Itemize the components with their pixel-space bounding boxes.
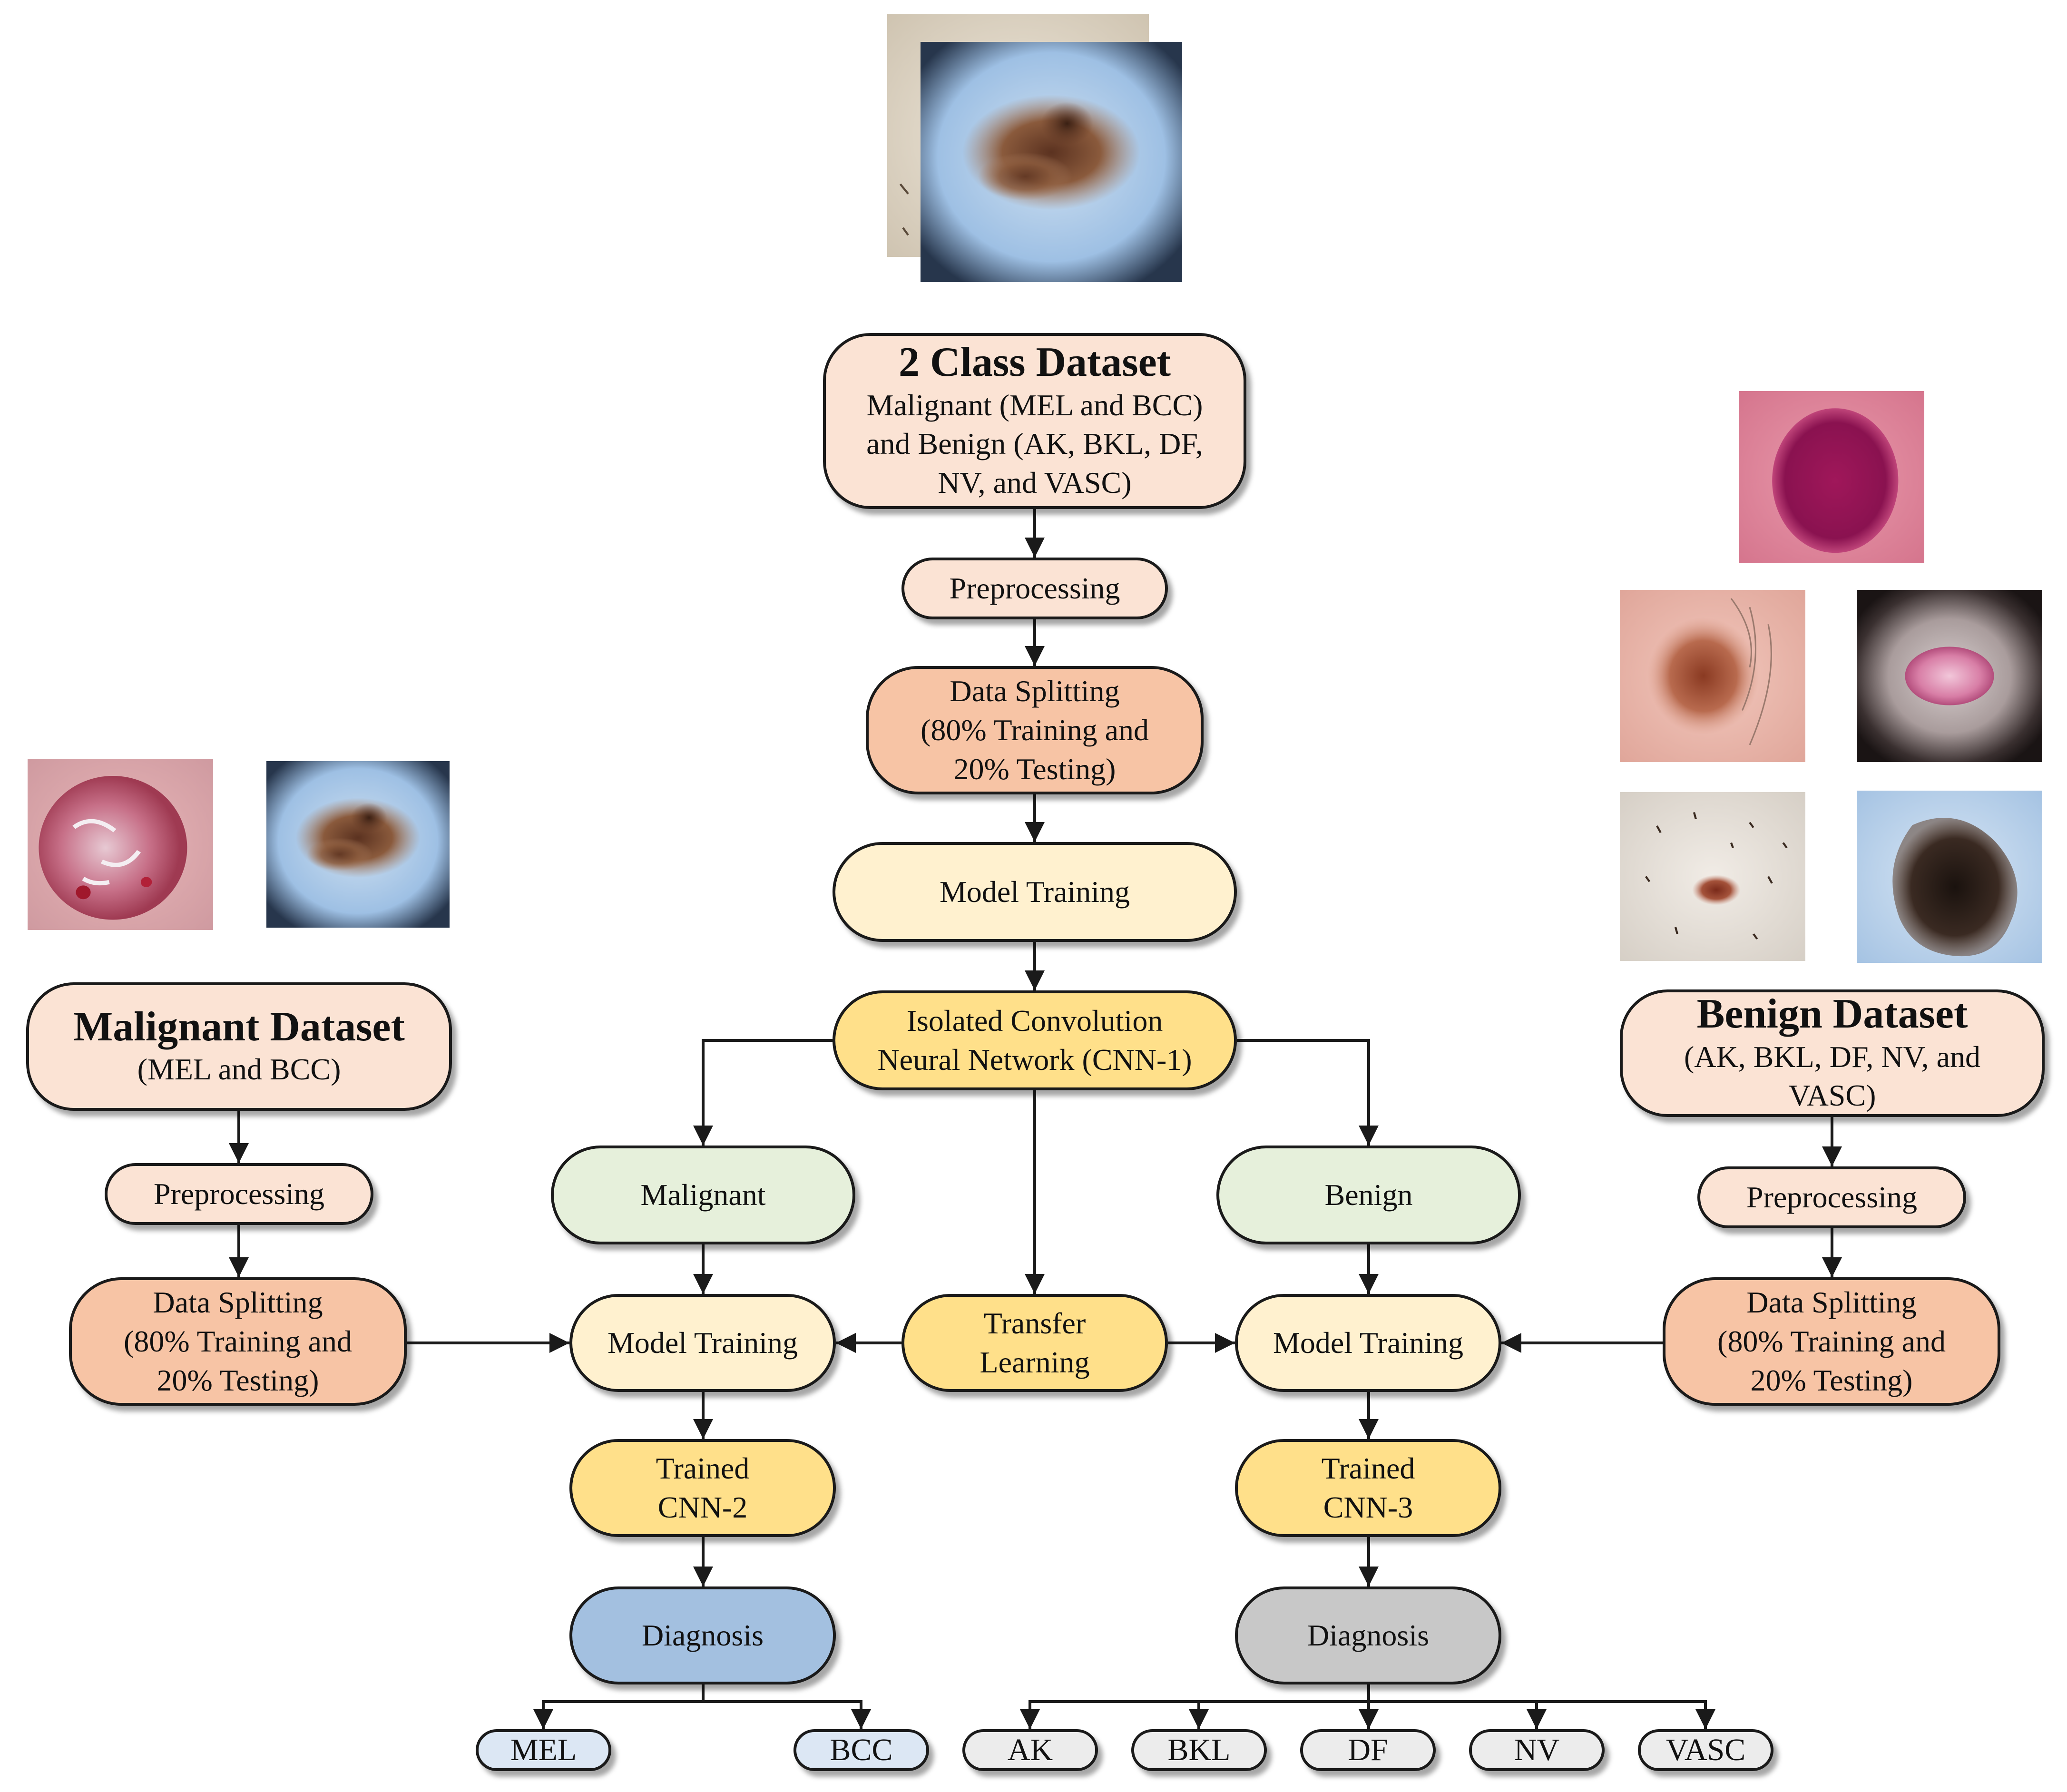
data-splitting-node-center: Data Splitting (80% Training and 20% Tes… [866, 666, 1204, 794]
node-label: MEL [510, 1732, 577, 1767]
node-label: (AK, BKL, DF, NV, and VASC) [1684, 1039, 1981, 1113]
preprocessing-node-left: Preprocessing [105, 1163, 373, 1225]
leaf-mel: MEL [476, 1729, 611, 1771]
benign-dataset-node: Benign Dataset(AK, BKL, DF, NV, and VASC… [1620, 989, 2045, 1117]
edge-cnn1-to-malignant [693, 1039, 833, 1146]
node-label: Model Training [939, 875, 1130, 909]
node-label: BKL [1167, 1732, 1231, 1767]
trained-cnn3-node: Trained CNN-3 [1235, 1439, 1501, 1537]
malignant-lesion-image-2 [266, 761, 450, 928]
node-label: VASC [1665, 1732, 1746, 1767]
node-label: Benign [1324, 1178, 1413, 1212]
benign-lesion-image-1-art [1739, 391, 1924, 563]
diagnosis-node-malignant: Diagnosis [569, 1586, 836, 1684]
node-label: Diagnosis [1307, 1618, 1429, 1653]
benign-lesion-image-1 [1739, 391, 1924, 563]
malignant-class-node: Malignant [551, 1146, 855, 1244]
node-label: AK [1007, 1732, 1053, 1767]
node-label: Preprocessing [153, 1177, 325, 1211]
edge-diag_r-to-vasc [1367, 1684, 1715, 1729]
node-label: Malignant (MEL and BCC) and Benign (AK, … [866, 388, 1203, 500]
node-label: NV [1514, 1732, 1560, 1767]
diagnosis-node-benign: Diagnosis [1235, 1586, 1501, 1684]
edge-diag_r-to-nv [1367, 1684, 1547, 1729]
node-title: Benign Dataset [1696, 990, 1968, 1037]
model-training-node-center: Model Training [833, 842, 1237, 942]
leaf-bcc: BCC [793, 1729, 929, 1771]
top-lesion-image [921, 42, 1182, 282]
model-training-node-right: Model Training [1235, 1294, 1501, 1392]
edge-diag_l-to-bcc [702, 1684, 871, 1729]
node-label: (MEL and BCC) [137, 1052, 341, 1087]
node-label: Trained CNN-2 [656, 1451, 750, 1524]
trained-cnn2-node: Trained CNN-2 [569, 1439, 836, 1537]
data-splitting-node-left: Data Splitting (80% Training and 20% Tes… [69, 1277, 407, 1406]
edge-diag_r-to-bkl [1189, 1684, 1370, 1729]
node-label: Diagnosis [642, 1618, 764, 1653]
benign-lesion-image-3 [1857, 590, 2042, 762]
malignant-lesion-image-2-art [266, 761, 450, 928]
node-label: Model Training [1273, 1326, 1464, 1360]
malignant-lesion-image-1 [28, 759, 213, 930]
benign-lesion-image-5-art [1857, 791, 2042, 963]
node-label: Data Splitting (80% Training and 20% Tes… [921, 674, 1149, 786]
leaf-ak: AK [962, 1729, 1098, 1771]
transfer-learning-node: Transfer Learning [901, 1294, 1168, 1392]
malignant-lesion-image-1-art [28, 759, 213, 930]
benign-lesion-image-4-art [1620, 792, 1805, 961]
node-label: BCC [830, 1732, 893, 1767]
node-title: Malignant Dataset [73, 1003, 405, 1050]
benign-lesion-image-3-art [1857, 590, 2042, 762]
isolated-cnn-node: Isolated Convolution Neural Network (CNN… [833, 990, 1237, 1090]
node-label: Malignant [640, 1178, 766, 1212]
edge-cnn1-to-benign [1237, 1039, 1379, 1146]
node-label: Data Splitting (80% Training and 20% Tes… [1717, 1285, 1946, 1397]
preprocessing-node-center: Preprocessing [901, 558, 1168, 619]
leaf-df: DF [1300, 1729, 1436, 1771]
benign-class-node: Benign [1216, 1146, 1521, 1244]
node-label: Transfer Learning [980, 1306, 1090, 1379]
node-title: 2 Class Dataset [899, 339, 1171, 385]
model-training-node-left: Model Training [569, 1294, 836, 1392]
preprocessing-node-right: Preprocessing [1697, 1166, 1966, 1228]
malignant-dataset-node: Malignant Dataset(MEL and BCC) [26, 982, 452, 1111]
top-lesion-image-art [921, 42, 1182, 282]
benign-lesion-image-2 [1620, 590, 1805, 762]
node-label: DF [1348, 1732, 1388, 1767]
benign-lesion-image-5 [1857, 791, 2042, 963]
edge-diag_l-to-mel [533, 1684, 705, 1729]
leaf-nv: NV [1469, 1729, 1605, 1771]
node-label: Model Training [607, 1326, 798, 1360]
node-label: Preprocessing [1746, 1180, 1918, 1214]
data-splitting-node-right: Data Splitting (80% Training and 20% Tes… [1663, 1277, 2000, 1406]
node-label: Isolated Convolution Neural Network (CNN… [877, 1004, 1192, 1077]
node-label: Preprocessing [949, 571, 1120, 606]
leaf-vasc: VASC [1638, 1729, 1773, 1771]
node-label: Trained CNN-3 [1321, 1451, 1415, 1524]
benign-lesion-image-4 [1620, 792, 1805, 961]
node-label: Data Splitting (80% Training and 20% Tes… [124, 1285, 352, 1397]
leaf-bkl: BKL [1131, 1729, 1267, 1771]
benign-lesion-image-2-art [1620, 590, 1805, 762]
